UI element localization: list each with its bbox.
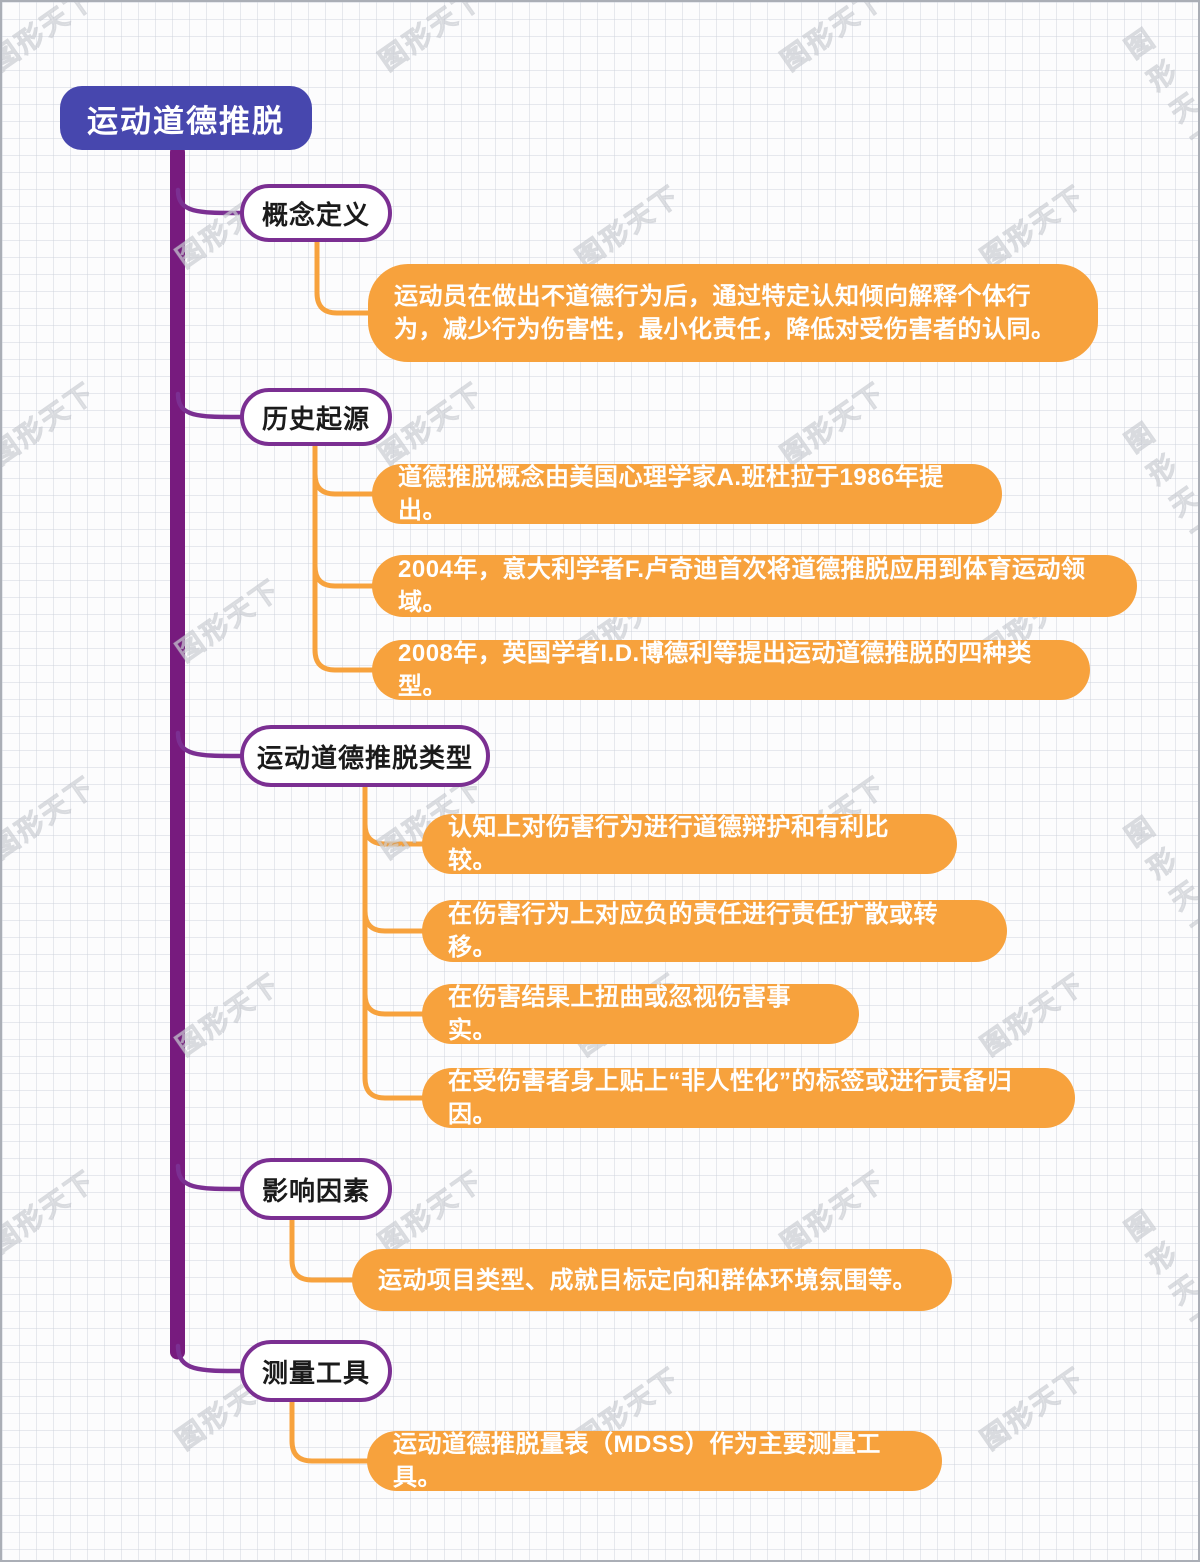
- watermark-text: 图形天下: [0, 770, 102, 865]
- child-node[interactable]: 2004年，意大利学者F.卢奇迪首次将道德推脱应用到体育运动领域。: [372, 555, 1137, 617]
- connector: [362, 784, 425, 934]
- branch-node[interactable]: 测量工具: [240, 1340, 392, 1402]
- connector: [312, 443, 375, 497]
- watermark-text: 图形天下: [170, 573, 287, 668]
- watermark-text: 图形天下: [775, 376, 892, 471]
- watermark-text: 图形天下: [775, 0, 892, 77]
- branch-node[interactable]: 历史起源: [240, 388, 392, 446]
- watermark-text: 图形天下: [373, 0, 490, 77]
- child-node[interactable]: 在伤害结果上扭曲或忽视伤害事实。: [422, 984, 859, 1044]
- connector: [289, 1399, 370, 1464]
- connector: [175, 187, 243, 216]
- watermark-text: 图形天下: [0, 376, 102, 471]
- branch-node[interactable]: 运动道德推脱类型: [240, 725, 490, 787]
- watermark-text: 图形天下: [1119, 416, 1200, 555]
- child-node[interactable]: 在受伤害者身上贴上“非人性化”的标签或进行责备归因。: [422, 1068, 1075, 1128]
- child-node[interactable]: 运动道德推脱量表（MDSS）作为主要测量工具。: [367, 1431, 942, 1491]
- branch-node[interactable]: 影响因素: [240, 1158, 392, 1220]
- connector: [312, 443, 375, 589]
- root-node[interactable]: 运动道德推脱: [60, 86, 312, 150]
- connector: [312, 443, 375, 673]
- watermark-text: 图形天下: [975, 179, 1092, 274]
- child-node[interactable]: 在伤害行为上对应负的责任进行责任扩散或转移。: [422, 900, 1007, 962]
- child-node[interactable]: 道德推脱概念由美国心理学家A.班杜拉于1986年提出。: [372, 464, 1002, 524]
- watermark-text: 图形天下: [1119, 810, 1200, 949]
- connector: [175, 391, 243, 420]
- watermark-text: 图形天下: [975, 967, 1092, 1062]
- child-node[interactable]: 运动项目类型、成就目标定向和群体环境氛围等。: [352, 1249, 952, 1311]
- connector: [314, 239, 371, 316]
- connector: [175, 1343, 243, 1374]
- child-node[interactable]: 2008年，英国学者I.D.博德利等提出运动道德推脱的四种类型。: [372, 640, 1090, 700]
- branch-node[interactable]: 概念定义: [240, 184, 392, 242]
- watermark-text: 图形天下: [0, 0, 102, 77]
- watermark-text: 图形天下: [1119, 1204, 1200, 1343]
- watermark-text: 图形天下: [975, 1361, 1092, 1456]
- child-node[interactable]: 认知上对伤害行为进行道德辩护和有利比较。: [422, 814, 957, 874]
- connector: [175, 1163, 243, 1192]
- connector: [362, 784, 425, 1017]
- watermark-text: 图形天下: [1119, 22, 1200, 161]
- watermark-text: 图形天下: [0, 1164, 102, 1259]
- watermark-text: 图形天下: [775, 1164, 892, 1259]
- connector: [362, 784, 425, 847]
- watermark-text: 图形天下: [170, 967, 287, 1062]
- connector: [362, 784, 425, 1101]
- child-node[interactable]: 运动员在做出不道德行为后，通过特定认知倾向解释个体行为，减少行为伤害性，最小化责…: [368, 264, 1098, 362]
- connector: [175, 730, 243, 759]
- watermark-text: 图形天下: [570, 179, 687, 274]
- connector: [289, 1217, 355, 1283]
